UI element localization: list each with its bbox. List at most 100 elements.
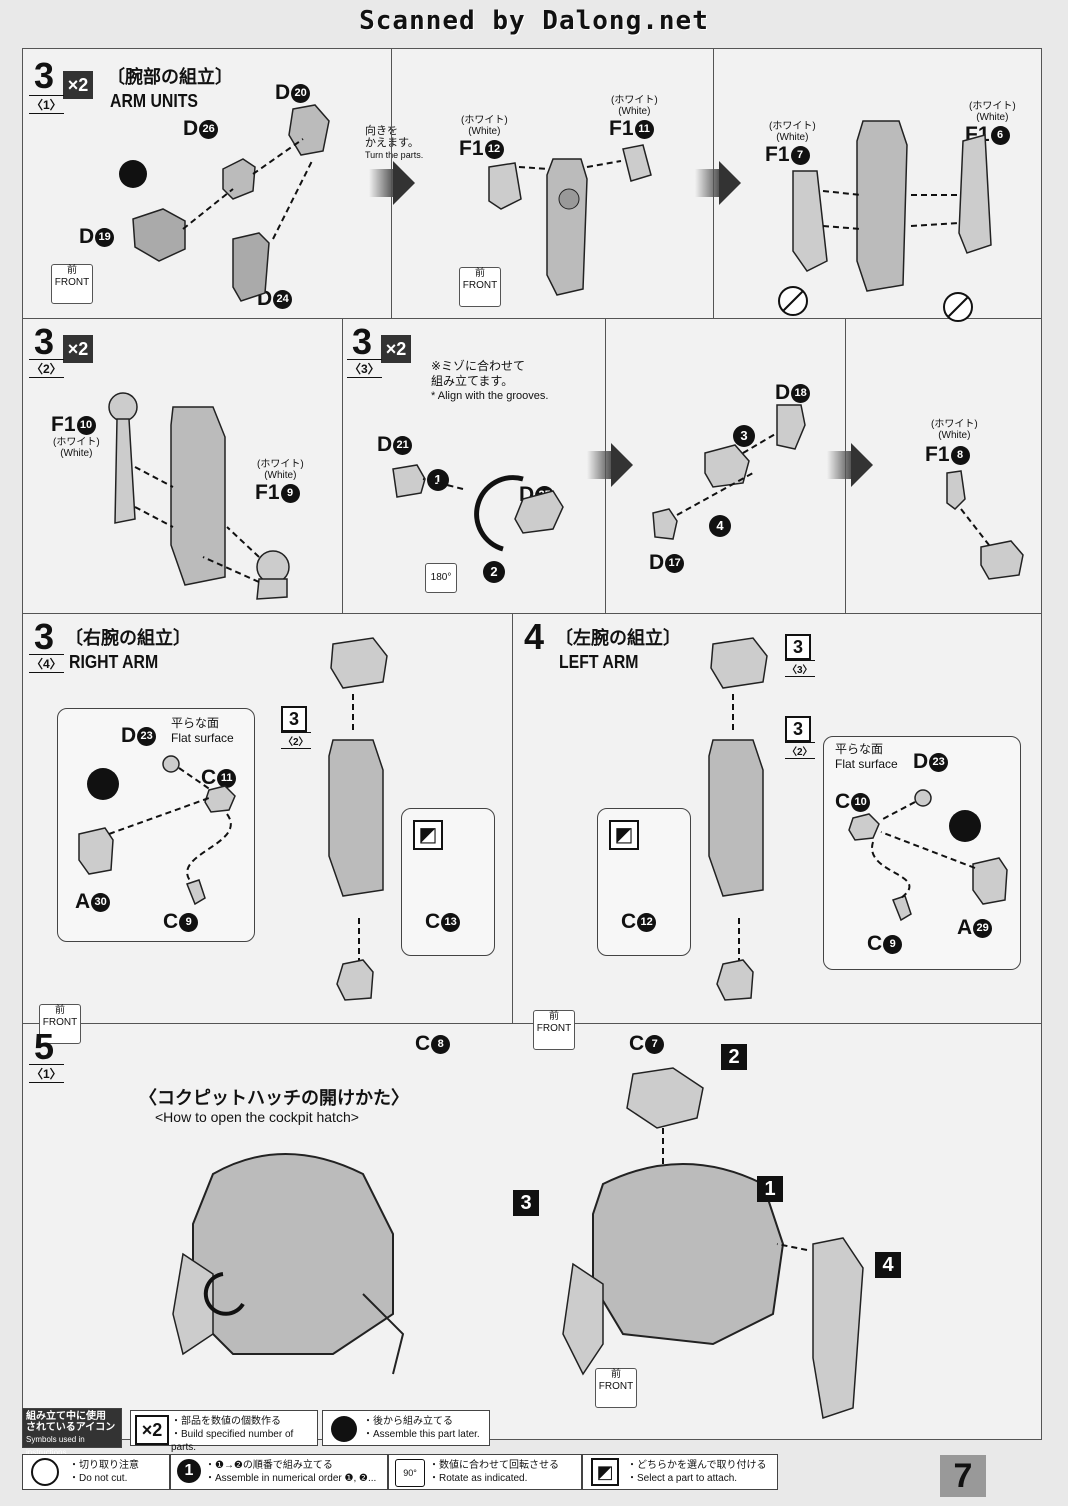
scan-credit: Scanned by Dalong.net	[359, 6, 709, 36]
title-jp: 〔左腕の組立〕	[555, 628, 681, 648]
legend-select: ◩ ・どちらかを選んで取り付ける・Select a part to attach…	[582, 1454, 778, 1490]
hatch-title-en: <How to open the cockpit hatch>	[155, 1109, 359, 1125]
later-icon	[949, 810, 981, 842]
arm-assembly-diagram	[778, 120, 992, 322]
later-icon	[119, 160, 147, 188]
step-number: 5	[33, 1026, 55, 1067]
flow-arrow	[827, 443, 873, 487]
title-en: RIGHT ARM	[69, 652, 159, 672]
cockpit-hatch-diagram	[172, 1153, 405, 1375]
ref-step-badge: 3	[785, 634, 811, 660]
substep-label: 〈3〉	[347, 359, 382, 378]
select-icon: ◩	[609, 820, 639, 850]
title-en: LEFT ARM	[559, 652, 639, 672]
step3-3-panel: 3 ×2 〈3〉 ※ミゾに合わせて 組み立てます。* Align with th…	[343, 319, 1041, 614]
legend-x2: ×2 ・部品を数値の個数作る・Build specified number of…	[130, 1410, 318, 1453]
elbow-assembly-diagram	[652, 404, 806, 540]
order-badge-2: 2	[483, 561, 505, 583]
ref-substep: 〈2〉	[281, 732, 311, 749]
order-badge-1: 1	[427, 469, 449, 491]
rotate-icon: 180°	[425, 563, 457, 593]
ref-substep: 〈2〉	[785, 742, 815, 759]
upper-arm-diagram	[108, 392, 290, 600]
legend-rotate: 90° ・数値に合わせて回転させる・Rotate as indicated.	[388, 1454, 582, 1490]
title-jp: 〔右腕の組立〕	[65, 628, 191, 648]
legend-no-cut: ・切り取り注意・Do not cut.	[22, 1454, 170, 1490]
flow-arrow	[695, 161, 741, 205]
substep-label: 〈1〉	[29, 95, 64, 114]
page-number: 7	[940, 1455, 986, 1497]
title-en: ARM UNITS	[110, 91, 198, 111]
quantity-badge: ×2	[63, 71, 93, 99]
callout-label-4: 4	[875, 1252, 901, 1278]
ref-step-badge: 3	[785, 716, 811, 742]
ref-substep: 〈3〉	[785, 660, 815, 677]
substep-label: 〈4〉	[29, 654, 64, 673]
step-number: 3	[33, 616, 55, 657]
quantity-badge: ×2	[381, 335, 411, 363]
step-number: 3	[33, 321, 55, 362]
ref-step-badge: 3	[281, 706, 307, 732]
step5-1-panel: 5 〈1〉 〈コクピットハッチの開けかた〉 <How to open the c…	[23, 1024, 1041, 1419]
quantity-badge: ×2	[63, 335, 93, 363]
white-note-f16: (ホワイト)(White)	[969, 101, 1016, 123]
divider	[391, 49, 392, 319]
arm-part-diagram	[119, 104, 330, 302]
substep-label: 〈2〉	[29, 359, 64, 378]
later-icon	[87, 768, 119, 800]
substep-label: 〈1〉	[29, 1064, 64, 1083]
step-number: 4	[523, 616, 545, 657]
callout-label-3: 3	[513, 1190, 539, 1216]
left-arm-diagram	[708, 637, 768, 1001]
order-badge-4: 4	[709, 515, 731, 537]
white-note-f9: (ホワイト)(White)	[257, 459, 304, 481]
icon-legend: 組み立て中に使用 されているアイコン Symbols used in instr…	[22, 1408, 1040, 1498]
elbow-diagram	[392, 464, 564, 552]
legend-title: 組み立て中に使用 されているアイコン Symbols used in instr…	[22, 1408, 122, 1457]
forearm-diagram	[488, 144, 652, 296]
callout-label-1: 1	[757, 1176, 783, 1202]
flow-arrow	[369, 161, 415, 205]
select-icon: ◩	[413, 820, 443, 850]
white-note-f17: (ホワイト)(White)	[769, 121, 816, 143]
right-arm-diagram	[328, 637, 388, 1001]
hand-joint-diagram	[848, 789, 1008, 922]
title-jp: 〔腕部の組立〕	[107, 67, 233, 87]
white-note-f11: (ホワイト)(White)	[611, 95, 658, 117]
step-number: 3	[351, 321, 373, 362]
flow-arrow	[587, 443, 633, 487]
white-note-f10: (ホワイト)(White)	[53, 437, 100, 459]
groove-note: ※ミゾに合わせて 組み立てます。* Align with the grooves…	[431, 359, 549, 402]
hand-joint-callout	[57, 708, 255, 942]
elbow-cover-diagram	[946, 470, 1024, 580]
turn-parts-note: 向きを かえます。Turn the parts.	[365, 125, 424, 160]
hatch-title-jp: 〈コクピットハッチの開けかた〉	[139, 1088, 409, 1108]
